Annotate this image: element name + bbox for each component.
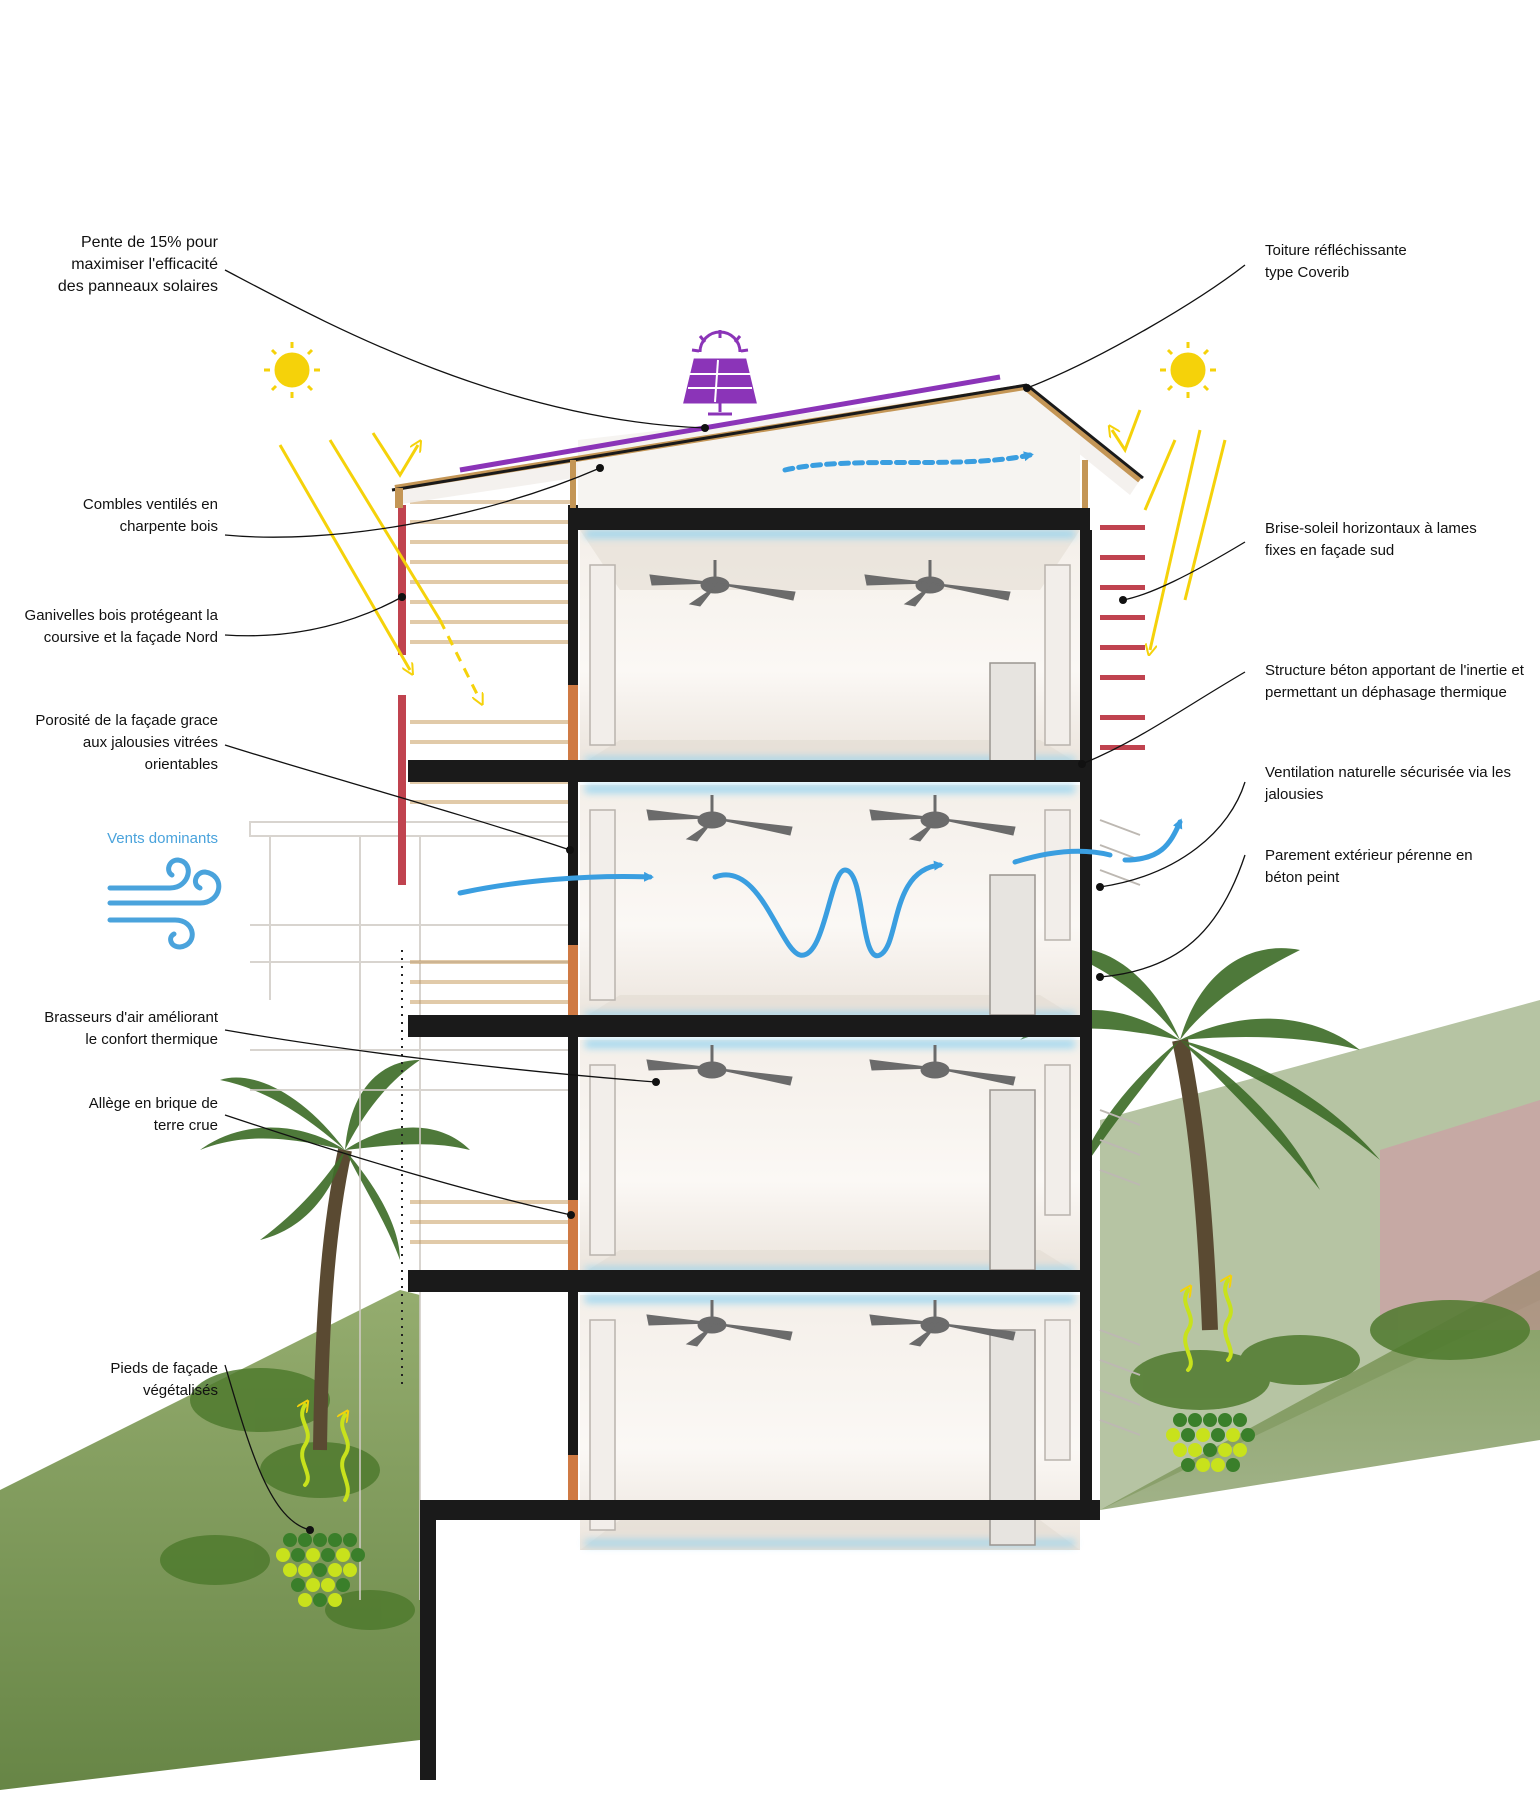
leader-dots	[306, 384, 1127, 1534]
label-earth-brick: Allège en brique de terre crue	[88, 1095, 218, 1134]
vegetation-dots	[276, 1413, 1255, 1607]
window-jalousies	[589, 564, 1071, 1531]
roof	[391, 374, 1144, 508]
concrete-structure	[408, 505, 1100, 1780]
ceiling-fan-icon	[649, 560, 796, 607]
ceiling-fan-icon	[646, 1045, 793, 1086]
sunshades	[1100, 525, 1145, 750]
palm-tree-icon	[200, 1060, 470, 1451]
label-natural-ventilation: Ventilation naturelle sécurisée via les …	[1265, 764, 1511, 803]
label-green-base: Pieds de façade végétalisés	[110, 1360, 218, 1399]
label-reflective-roof: Toiture réfléchissante type Coverib	[1265, 242, 1407, 281]
label-ventilated-attic: Combles ventilés en charpente bois	[82, 496, 218, 535]
exterior-louvres	[1099, 819, 1141, 1436]
wind-icon	[107, 857, 222, 950]
sun-rays	[278, 409, 1227, 700]
label-wood-screens: Ganivelles bois protégeant la coursive e…	[24, 607, 218, 646]
leader-lines	[224, 264, 1246, 1531]
label-concrete-structure: Structure béton apportant de l'inertie e…	[1265, 662, 1524, 701]
label-prevailing-winds: Vents dominants	[107, 830, 218, 847]
ceiling-fan-icon	[869, 1300, 1016, 1347]
label-facade-porosity: Porosité de la façade grace aux jalousie…	[35, 712, 218, 773]
ceiling-fan-icon	[869, 1045, 1016, 1086]
ceiling-fan-icon	[646, 795, 793, 842]
shrubs-left	[160, 1368, 415, 1630]
sun-icon	[264, 342, 320, 398]
gallery-walkways	[249, 821, 571, 1600]
label-exterior-cladding: Parement extérieur pérenne en béton pein…	[1265, 847, 1473, 886]
heat-wave-icon	[302, 1280, 1233, 1502]
air-flow-arrows	[457, 451, 1183, 958]
screen-rails	[398, 505, 406, 1390]
label-air-fans: Brasseurs d'air améliorant le confort th…	[44, 1009, 218, 1048]
ceiling-fan-icon	[869, 795, 1016, 842]
label-roof-slope: Pente de 15% pour maximiser l'efficacité…	[57, 234, 218, 295]
ceiling-fan-icon	[864, 560, 1011, 607]
label-sunshades: Brise-soleil horizontaux à lames fixes e…	[1265, 520, 1477, 559]
shrubs-right	[1130, 1300, 1530, 1410]
solar-panel-icon	[683, 330, 757, 416]
ceiling-fan-icon	[646, 1300, 793, 1347]
earth-brick-parapets	[568, 685, 578, 1500]
sun-icon	[1160, 342, 1216, 398]
